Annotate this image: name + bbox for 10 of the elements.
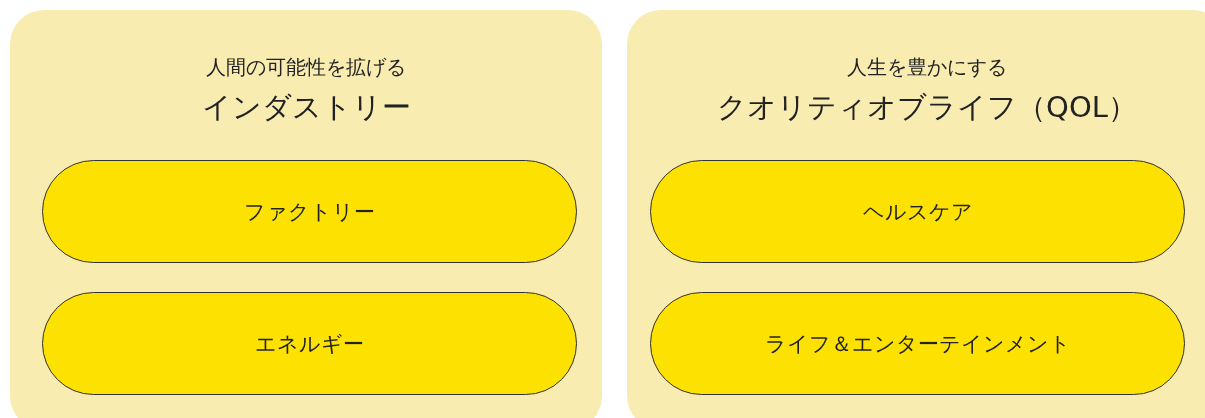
pill-label: エネルギー xyxy=(255,330,364,358)
pill-label: ライフ＆エンターテインメント xyxy=(764,330,1071,358)
pill-label: ファクトリー xyxy=(244,198,375,226)
category-panel xyxy=(10,10,602,418)
panel-subtitle: 人間の可能性を拡げる xyxy=(205,54,407,81)
category-panel xyxy=(627,10,1205,418)
panel-title: インダストリー xyxy=(200,89,412,126)
panel-subtitle: 人生を豊かにする xyxy=(846,54,1008,81)
panel-title: クオリティオブライフ（QOL） xyxy=(716,89,1138,126)
pill-label: ヘルスケア xyxy=(862,198,973,226)
